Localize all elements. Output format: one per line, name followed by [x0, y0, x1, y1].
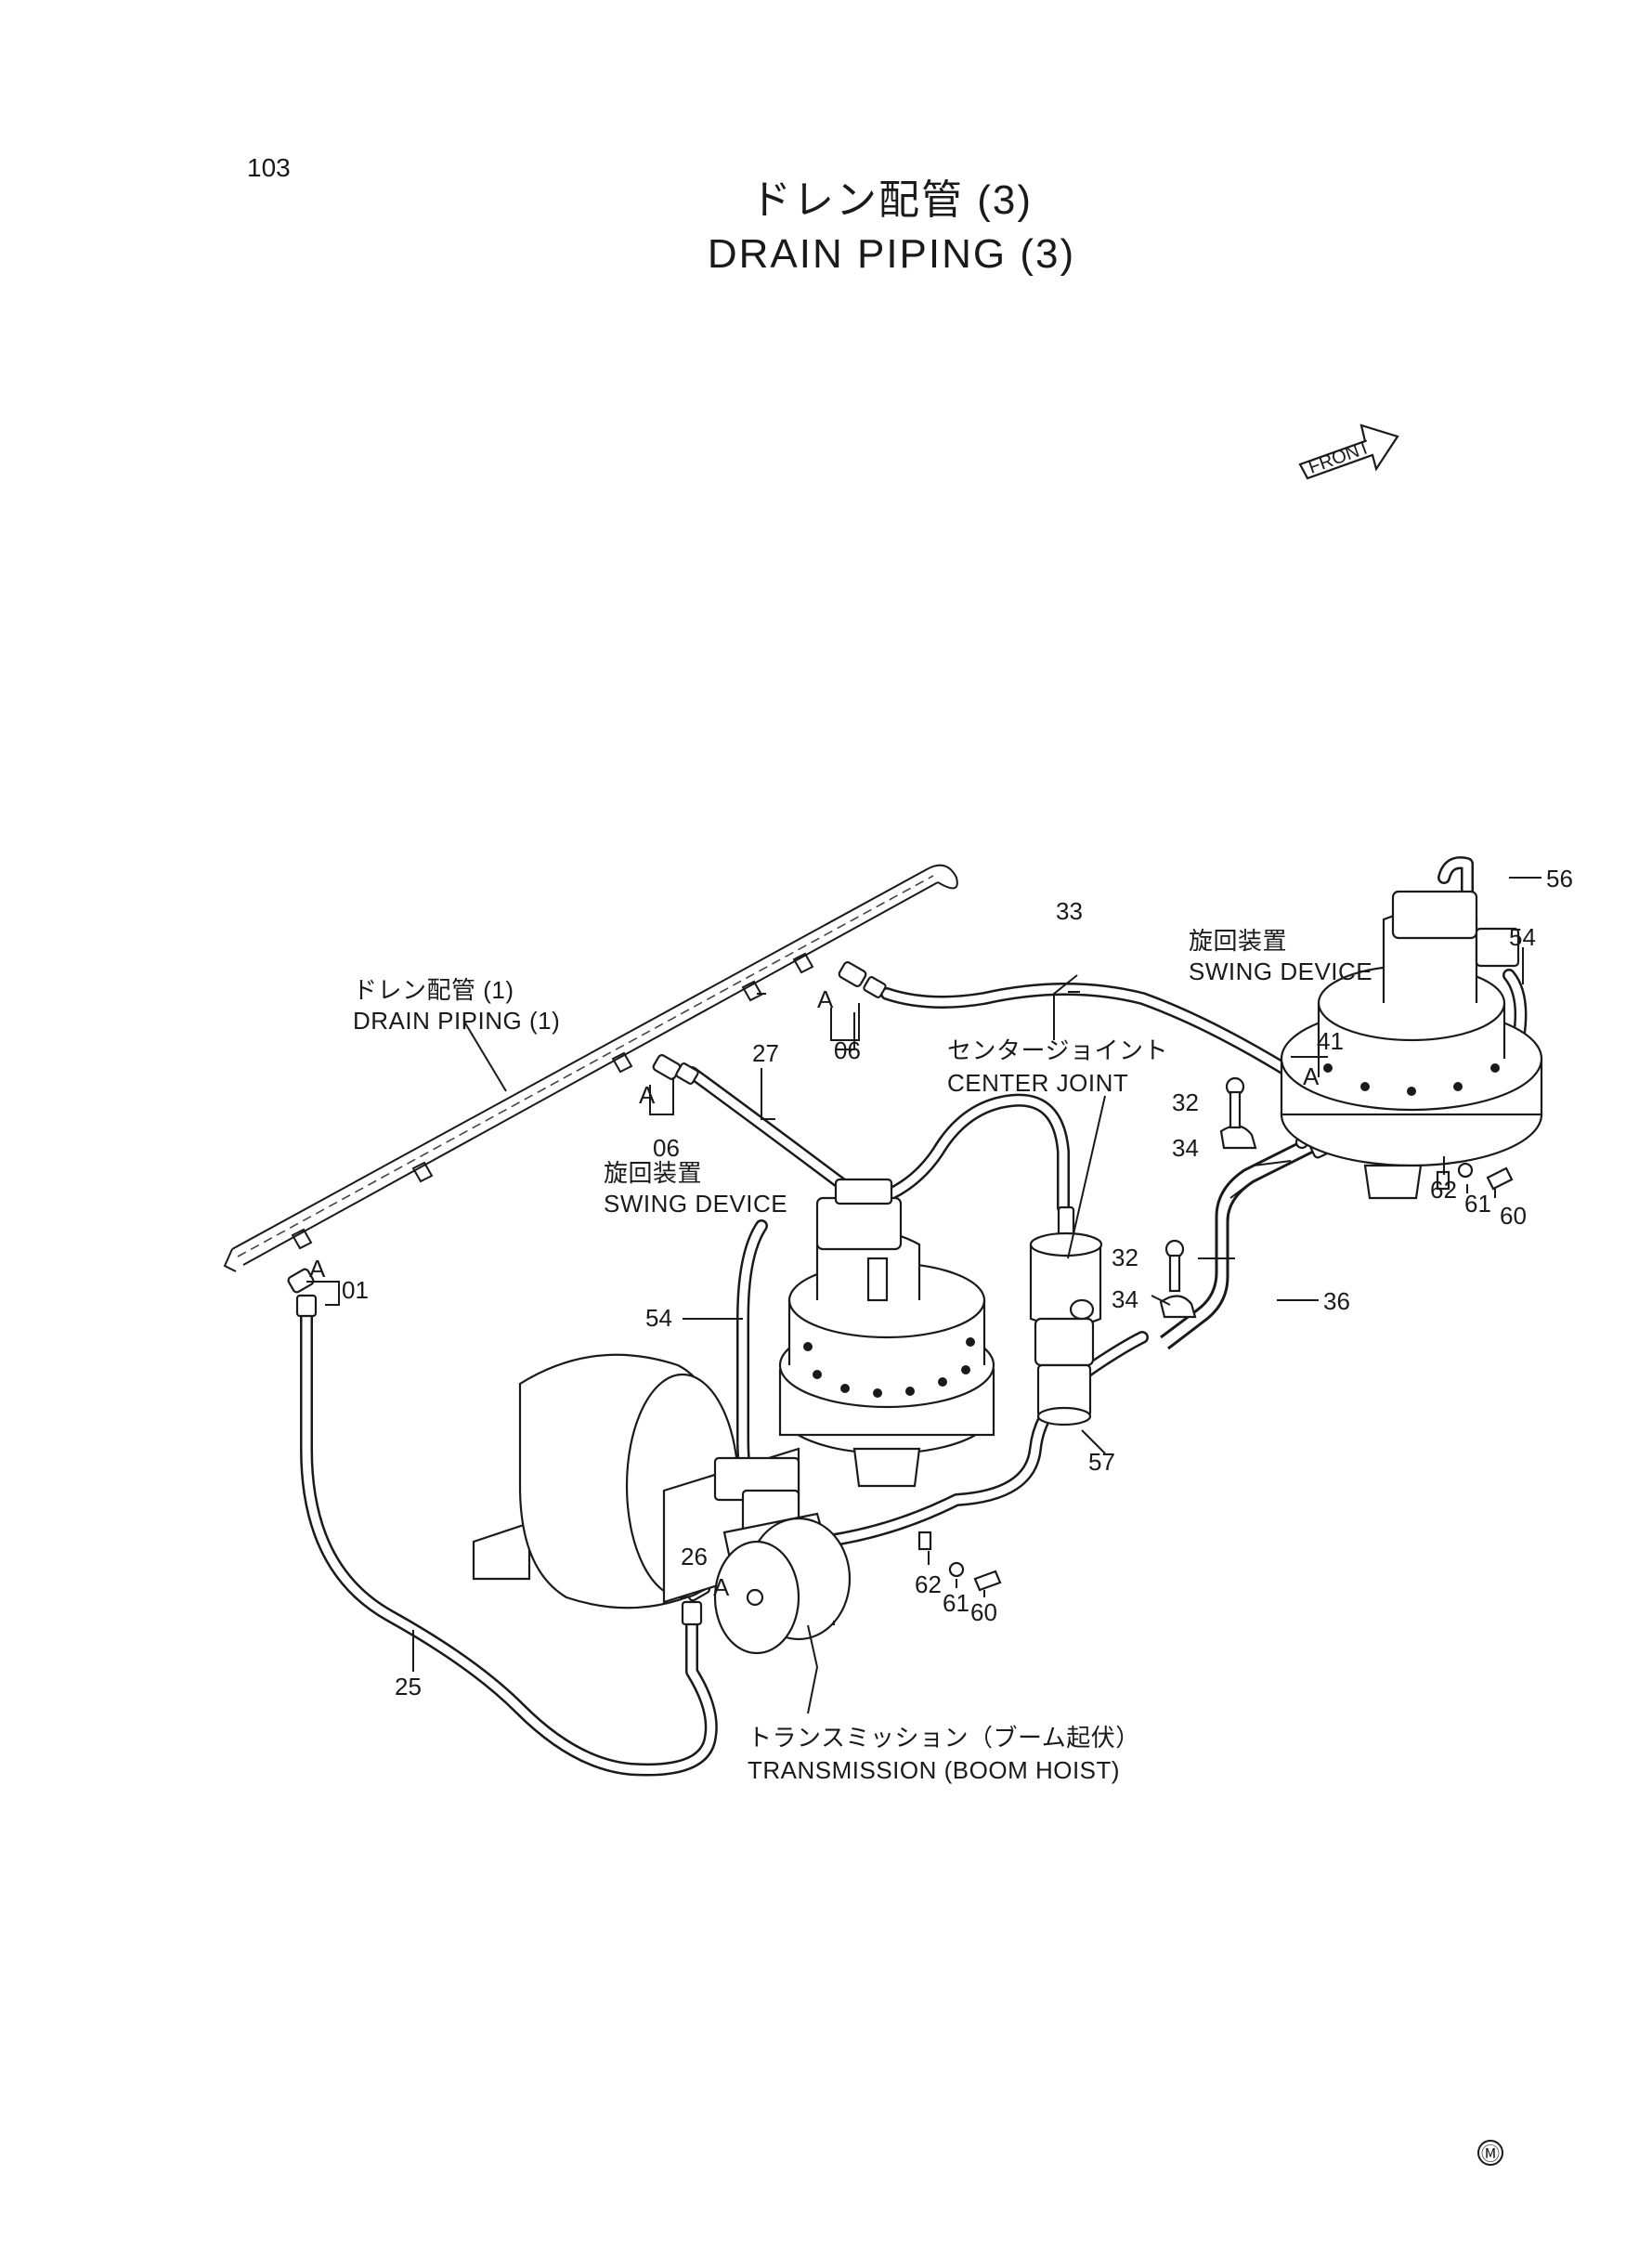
part-number-06-right: 06	[834, 1036, 861, 1064]
part-number-32-lower: 32	[1112, 1244, 1138, 1271]
part-number-25: 25	[395, 1673, 422, 1700]
clamp-34-lower	[1159, 1295, 1197, 1319]
part-number-01: 01	[342, 1276, 369, 1304]
transmission	[472, 1353, 852, 1655]
swing-device-left	[778, 1178, 995, 1488]
part-number-54-right: 54	[1509, 923, 1536, 951]
marker-a-41: A	[1303, 1062, 1320, 1090]
hose-57	[815, 1331, 1149, 1548]
page-number: 103	[247, 153, 291, 182]
part-number-57: 57	[1088, 1448, 1115, 1476]
part-number-36: 36	[1323, 1287, 1350, 1315]
fitting-06-right	[838, 961, 887, 998]
hose-56	[1437, 856, 1474, 935]
callout-swing-device-left-jp: 旋回装置	[604, 1159, 702, 1187]
part-number-56: 56	[1546, 865, 1573, 892]
hose-33	[880, 983, 1297, 1079]
marker-a-06-right: A	[817, 985, 834, 1013]
marker-a-01: A	[309, 1255, 326, 1283]
fitting-06-left	[652, 1054, 699, 1085]
part-number-54-left: 54	[645, 1304, 672, 1332]
part-number-06-left: 06	[653, 1134, 680, 1162]
callout-swing-device-right-jp: 旋回装置	[1189, 927, 1287, 955]
part-number-26: 26	[681, 1543, 708, 1570]
center-joint	[1029, 1205, 1103, 1427]
title-jp: ドレン配管 (3)	[750, 177, 1033, 223]
callout-swing-device-left-en: SWING DEVICE	[604, 1190, 787, 1218]
part-number-60-left: 60	[970, 1598, 997, 1626]
callout-drain-piping-1-jp: ドレン配管 (1)	[353, 976, 514, 1004]
part-number-34-upper: 34	[1172, 1134, 1199, 1162]
callout-transmission-jp: トランスミッション（ブーム起伏）	[748, 1724, 1140, 1752]
footer-circle-icon	[1477, 2140, 1503, 2166]
footer-mark: Ⓜ	[1481, 2143, 1500, 2165]
leader-lines	[306, 877, 1541, 1714]
part-number-61-right: 61	[1464, 1190, 1491, 1218]
drain-piping-1-manifold	[223, 864, 958, 1272]
clamp-34-upper	[1219, 1125, 1257, 1150]
part-number-41: 41	[1317, 1027, 1344, 1055]
title-en: DRAIN PIPING (3)	[708, 231, 1075, 277]
part-number-62-left: 62	[915, 1570, 942, 1598]
washers-right	[1436, 1162, 1514, 1191]
part-number-32-upper: 32	[1172, 1088, 1199, 1116]
callout-drain-piping-1-en: DRAIN PIPING (1)	[353, 1007, 560, 1035]
callout-transmission-en: TRANSMISSION (BOOM HOIST)	[748, 1756, 1120, 1784]
part-number-34-lower: 34	[1112, 1285, 1138, 1313]
part-number-62-right: 62	[1430, 1176, 1457, 1204]
callout-swing-device-right-en: SWING DEVICE	[1189, 958, 1372, 985]
marker-a-06-left: A	[639, 1081, 656, 1109]
callout-center-joint-en: CENTER JOINT	[947, 1069, 1128, 1097]
callout-center-joint-jp: センタージョイント	[947, 1036, 1168, 1064]
part-number-60-right: 60	[1500, 1202, 1527, 1230]
front-arrow-icon: FRONT	[1298, 423, 1399, 480]
hose-25	[300, 1308, 718, 1777]
bolt-32-upper	[1225, 1076, 1245, 1129]
hose-27	[685, 1066, 1070, 1214]
bolt-32-lower	[1164, 1239, 1185, 1293]
front-label: FRONT	[1306, 436, 1372, 477]
marker-a-26: A	[713, 1573, 730, 1601]
part-number-61-left: 61	[943, 1589, 969, 1617]
washers-left	[917, 1531, 1002, 1592]
part-number-33: 33	[1056, 897, 1083, 925]
part-number-27: 27	[752, 1039, 779, 1067]
fitting-01	[287, 1268, 318, 1318]
swing-device-right	[1280, 890, 1543, 1200]
